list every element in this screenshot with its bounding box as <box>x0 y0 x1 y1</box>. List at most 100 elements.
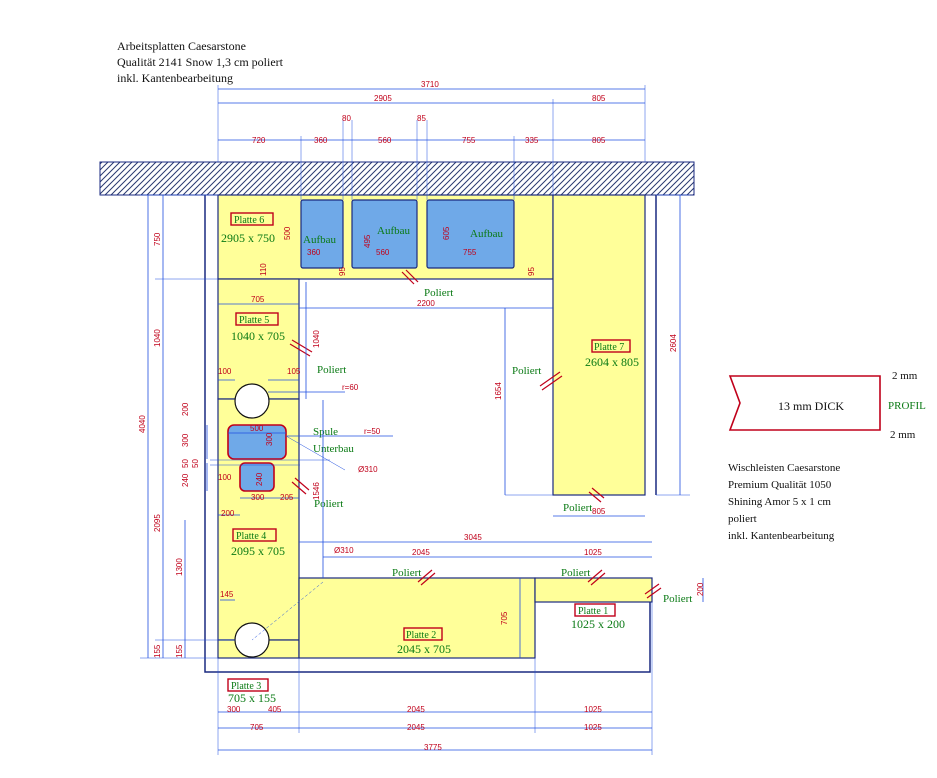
svg-text:r=60: r=60 <box>342 383 359 392</box>
sink-cutout-large <box>227 424 287 460</box>
svg-text:205: 205 <box>280 493 294 502</box>
svg-text:r=50: r=50 <box>364 427 381 436</box>
platte-5-box <box>235 312 279 326</box>
unterbau-label: Unterbau <box>313 443 354 455</box>
wischleisten-line-2: Premium Qualität 1050 <box>728 479 832 491</box>
profile-bottom-radius: 2 mm <box>890 429 916 441</box>
svg-text:335: 335 <box>525 136 539 145</box>
platte-4-size: 2095 x 705 <box>231 544 285 558</box>
svg-text:705: 705 <box>250 723 264 732</box>
svg-text:200: 200 <box>181 402 190 416</box>
platte-2-size: 2045 x 705 <box>397 642 451 656</box>
svg-text:1040: 1040 <box>153 329 162 347</box>
platte-5-size: 1040 x 705 <box>231 329 285 343</box>
svg-text:1040: 1040 <box>312 330 321 348</box>
header-line-1: Arbeitsplatten Caesarstone <box>117 39 246 53</box>
wischleisten-line-3: Shining Amor 5 x 1 cm <box>728 496 831 508</box>
platte-7-name: Platte 7 <box>594 342 624 353</box>
svg-text:3710: 3710 <box>421 80 439 89</box>
svg-text:360: 360 <box>314 136 328 145</box>
platte-7-size: 2604 x 805 <box>585 355 639 369</box>
svg-text:200: 200 <box>221 509 235 518</box>
svg-text:1300: 1300 <box>175 558 184 576</box>
svg-text:560: 560 <box>376 248 390 257</box>
slab-platte-2 <box>298 577 536 659</box>
poliert-label-1: Poliert <box>424 287 453 299</box>
svg-text:105: 105 <box>287 367 301 376</box>
poliert-label-6: Poliert <box>392 567 421 579</box>
svg-text:100: 100 <box>218 367 232 376</box>
platte-2-box <box>403 627 443 641</box>
svg-text:2045: 2045 <box>412 548 430 557</box>
svg-text:Ø310: Ø310 <box>358 465 378 474</box>
svg-text:240: 240 <box>181 473 190 487</box>
header-line-2: Qualität 2141 Snow 1,3 cm poliert <box>117 55 284 69</box>
poliert-label-3: Poliert <box>512 365 541 377</box>
svg-text:100: 100 <box>218 473 232 482</box>
svg-text:2604: 2604 <box>669 334 678 352</box>
spule-label: Spule <box>313 426 338 438</box>
profile-label: PROFIL <box>888 400 926 412</box>
profile-shape <box>728 375 881 431</box>
poliert-label-4: Poliert <box>563 502 592 514</box>
room-outline <box>204 195 651 673</box>
wischleisten-line-1: Wischleisten Caesarstone <box>728 462 840 474</box>
platte-3-box <box>227 678 269 692</box>
cabinet-aufbau-3 <box>426 199 515 269</box>
svg-text:720: 720 <box>252 136 266 145</box>
wall-hatch <box>99 161 695 196</box>
svg-text:155: 155 <box>153 644 162 658</box>
svg-text:495: 495 <box>363 234 372 248</box>
cabinet-aufbau-2 <box>351 199 418 269</box>
svg-text:1546: 1546 <box>312 482 321 500</box>
platte-1-box <box>574 603 616 617</box>
platte-1-name: Platte 1 <box>578 606 608 617</box>
svg-text:1025: 1025 <box>584 723 602 732</box>
svg-text:80: 80 <box>342 114 351 123</box>
svg-text:560: 560 <box>378 136 392 145</box>
svg-text:805: 805 <box>592 94 606 103</box>
svg-text:4040: 4040 <box>138 415 147 433</box>
svg-text:2045: 2045 <box>407 705 425 714</box>
svg-text:605: 605 <box>442 226 451 240</box>
aufbau-label-1: Aufbau <box>303 234 336 246</box>
slab-platte-5 <box>217 278 300 400</box>
svg-text:500: 500 <box>250 424 264 433</box>
platte-3-size: 705 x 155 <box>228 691 276 705</box>
platte-4-name: Platte 4 <box>236 531 266 542</box>
svg-text:1025: 1025 <box>584 548 602 557</box>
svg-text:1654: 1654 <box>494 382 503 400</box>
svg-text:1025: 1025 <box>584 705 602 714</box>
svg-text:200: 200 <box>696 582 705 596</box>
platte-3-name: Platte 3 <box>231 681 261 692</box>
svg-text:405: 405 <box>268 705 282 714</box>
header-line-3: inkl. Kantenbearbeitung <box>117 71 233 85</box>
svg-text:360: 360 <box>307 248 321 257</box>
dimension-texts: 3710 2905 805 720 360 80 560 85 755 335 … <box>138 80 705 752</box>
svg-text:300: 300 <box>181 433 190 447</box>
profile-thickness: 13 mm DICK <box>778 399 844 413</box>
svg-text:3775: 3775 <box>424 743 442 752</box>
svg-text:2045: 2045 <box>407 723 425 732</box>
svg-text:50: 50 <box>181 459 190 468</box>
svg-text:2095: 2095 <box>153 514 162 532</box>
dimension-lines <box>140 85 704 755</box>
platte-6-size: 2905 x 750 <box>221 231 275 245</box>
svg-text:755: 755 <box>463 248 477 257</box>
svg-text:300: 300 <box>227 705 241 714</box>
svg-text:2905: 2905 <box>374 94 392 103</box>
svg-text:2200: 2200 <box>417 299 435 308</box>
svg-text:240: 240 <box>255 472 264 486</box>
svg-text:Ø310: Ø310 <box>334 546 354 555</box>
svg-text:110: 110 <box>259 263 268 276</box>
polish-marks <box>289 269 662 599</box>
cabinet-aufbau-1 <box>300 199 344 269</box>
profile-top-radius: 2 mm <box>892 370 918 382</box>
svg-text:300: 300 <box>265 432 274 446</box>
slab-platte-1 <box>534 577 653 603</box>
svg-text:300: 300 <box>251 493 265 502</box>
svg-text:85: 85 <box>417 114 426 123</box>
svg-text:705: 705 <box>251 295 265 304</box>
platte-6-name: Platte 6 <box>234 215 264 226</box>
